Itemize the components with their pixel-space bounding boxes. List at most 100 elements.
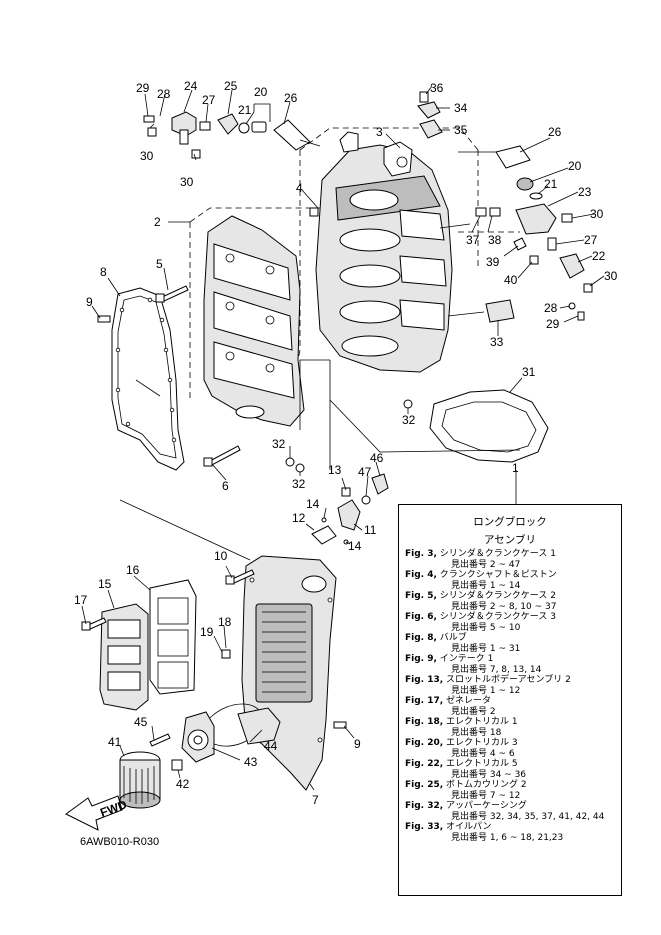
callout-20: 20 [254,85,268,99]
callout-30: 30 [590,207,604,221]
callout-15: 15 [98,577,112,591]
callout-numbers: 29 28 24 27 25 20 21 26 30 30 36 34 35 3… [74,79,618,807]
callout-30: 30 [180,175,194,189]
reference-fig-name: ボトムカウリング 2 [446,780,527,790]
callout-24: 24 [184,79,198,93]
exhaust-cover [241,555,337,791]
callout-42: 42 [176,777,190,791]
reference-ref-numbers: 見出番号 2 [451,706,496,717]
reference-item: Fig. 8, バルブ見出番号 1 ~ 31 [405,633,617,654]
reference-fig-name: エレクトリカル 5 [446,759,518,769]
reference-fig-number: Fig. 6, [405,612,437,622]
callout-1: 1 [512,461,519,475]
reference-fig-number: Fig. 5, [405,591,437,601]
reference-fig-number: Fig. 4, [405,570,437,580]
callout-47: 47 [358,465,372,479]
reference-item-heading: Fig. 32, アッパーケーシング [405,801,617,812]
reference-item-heading: Fig. 17, ゼネレータ [405,696,617,707]
reference-fig-number: Fig. 20, [405,738,444,748]
oil-pump-assembly [171,703,281,771]
fwd-arrow-label: FWD [98,797,129,820]
reference-item: Fig. 32, アッパーケーシング見出番号 32, 34, 35, 37, 4… [405,801,617,822]
callout-12: 12 [292,511,306,525]
callout-32: 32 [272,437,286,451]
reference-fig-name: アッパーケーシング [446,801,527,811]
reference-fig-name: オイルパン [446,822,492,832]
reference-item-heading: Fig. 33, オイルパン [405,822,617,833]
callout-3: 3 [376,125,383,139]
reference-item-heading: Fig. 4, クランクシャフト＆ピストン [405,570,617,581]
leader-lines [81,85,605,791]
exhaust-inner-plate [99,603,149,711]
reference-fig-name: バルブ [439,633,467,643]
callout-39: 39 [486,255,500,269]
reference-fig-name: ゼネレータ [446,696,492,706]
callout-27: 27 [584,233,598,247]
callout-9: 9 [354,737,361,751]
callout-28: 28 [157,87,171,101]
cylinder-head [203,215,305,427]
reference-fig-name: クランクシャフト＆ピストン [439,570,557,580]
reference-title-line-1: ロングブロック [473,516,547,528]
callout-29: 29 [136,81,150,95]
callout-19: 19 [200,625,214,639]
callout-22: 22 [592,249,606,263]
reference-ref-numbers: 見出番号 5 ~ 10 [451,622,521,633]
callout-41: 41 [108,735,122,749]
callout-35: 35 [454,123,468,137]
reference-item-heading: Fig. 3, シリンダ＆クランクケース 1 [405,549,617,560]
reference-ref-numbers: 見出番号 1, 6 ~ 18, 21,23 [451,832,564,843]
reference-fig-number: Fig. 33, [405,822,444,832]
callout-5: 5 [156,257,163,271]
mid-parts [285,399,413,545]
reference-item-heading: Fig. 5, シリンダ＆クランクケース 2 [405,591,617,602]
reference-fig-name: エレクトリカル 1 [446,717,518,727]
callout-23: 23 [578,185,592,199]
reference-ref-numbers: 見出番号 4 ~ 6 [451,748,515,759]
reference-fig-name: スロットルボデーアセンブリ 2 [446,675,571,685]
reference-item-heading: Fig. 6, シリンダ＆クランクケース 3 [405,612,617,623]
callout-43: 43 [244,755,258,769]
cylinder-side-gasket [111,287,185,471]
reference-item-heading: Fig. 22, エレクトリカル 5 [405,759,617,770]
callout-11: 11 [364,523,377,537]
reference-item-heading: Fig. 8, バルブ [405,633,617,644]
reference-fig-name: シリンダ＆クランクケース 2 [439,591,556,601]
reference-ref-numbers: 見出番号 1 ~ 12 [451,685,521,696]
callout-2: 2 [154,215,161,229]
callout-20: 20 [568,159,582,173]
reference-item-heading: Fig. 13, スロットルボデーアセンブリ 2 [405,675,617,686]
reference-fig-name: エレクトリカル 3 [446,738,518,748]
reference-fig-name: シリンダ＆クランクケース 1 [439,549,556,559]
callout-14: 14 [348,539,362,553]
callout-30: 30 [140,149,154,163]
upper-left-water-parts [143,111,311,159]
reference-ref-numbers: 見出番号 2 ~ 47 [451,559,521,570]
callout-45: 45 [134,715,148,729]
diagram-code: 6AWB010-R030 [80,836,160,848]
callout-28: 28 [544,301,558,315]
callout-7: 7 [312,793,319,807]
reference-item-heading: Fig. 20, エレクトリカル 3 [405,738,617,749]
reference-item-heading: Fig. 25, ボトムカウリング 2 [405,780,617,791]
upper-right-thermostat-parts [417,91,593,323]
reference-title-line-2: アセンブリ [484,534,536,546]
callout-25: 25 [224,79,238,93]
exhaust-cover-gasket [149,579,197,695]
reference-item: Fig. 17, ゼネレータ見出番号 2 [405,696,617,717]
reference-ref-numbers: 見出番号 2 ~ 8, 10 ~ 37 [451,601,557,612]
reference-fig-number: Fig. 8, [405,633,437,643]
reference-item: Fig. 4, クランクシャフト＆ピストン見出番号 1 ~ 14 [405,570,617,591]
reference-fig-number: Fig. 22, [405,759,444,769]
reference-fig-number: Fig. 32, [405,801,444,811]
reference-fig-number: Fig. 3, [405,549,437,559]
reference-fig-number: Fig. 25, [405,780,444,790]
